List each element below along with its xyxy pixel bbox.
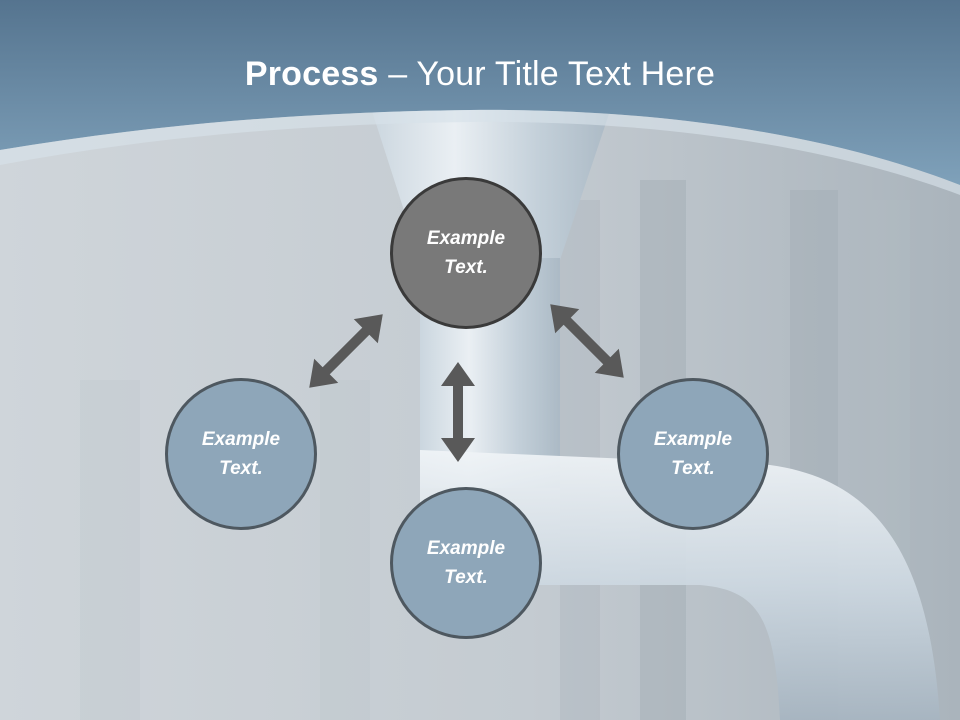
title-rest: – Your Title Text Here <box>378 55 716 93</box>
process-node-top: Example Text. <box>390 177 542 329</box>
process-node-right: Example Text. <box>617 378 769 530</box>
node-left-label: Example Text. <box>201 429 281 479</box>
title-bold: Process <box>244 55 379 93</box>
node-bottom-label: Example Text. <box>426 538 506 588</box>
process-node-left: Example Text. <box>165 378 317 530</box>
node-right-label: Example Text. <box>653 429 733 479</box>
node-top-label: Example Text. <box>426 228 506 278</box>
slide-title: Process – Your Title Text Here <box>0 52 960 96</box>
process-node-bottom: Example Text. <box>390 487 542 639</box>
